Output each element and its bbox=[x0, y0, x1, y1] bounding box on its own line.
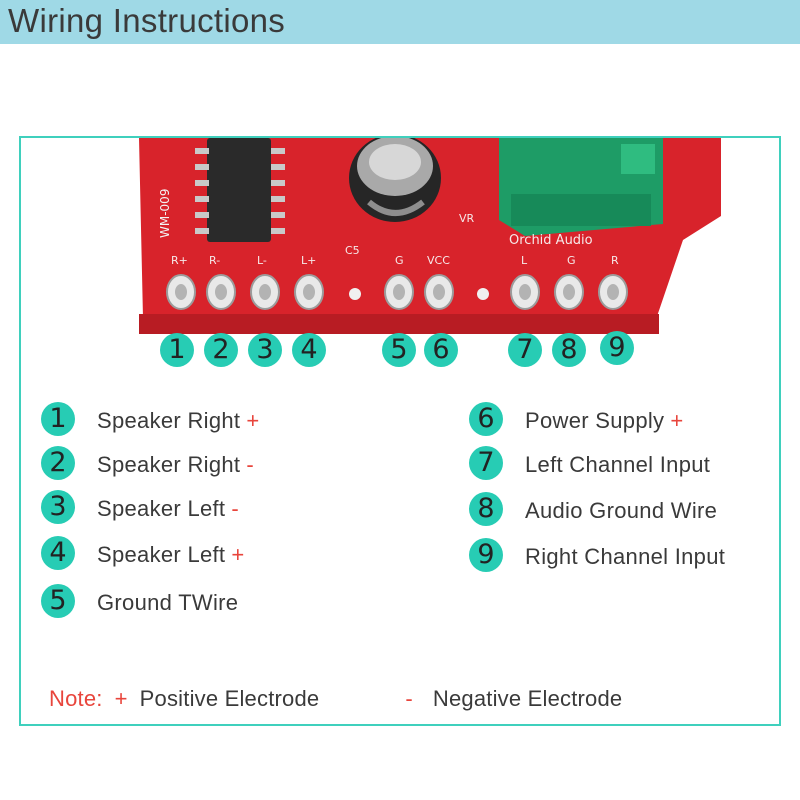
legend-text: Power Supply bbox=[525, 408, 665, 433]
legend-text: Speaker Right bbox=[97, 452, 241, 477]
legend-text: Speaker Left bbox=[97, 542, 226, 567]
silk-g2: G bbox=[567, 254, 576, 267]
positive-label: Positive Electrode bbox=[139, 686, 320, 711]
silk-l-plus: L+ bbox=[301, 254, 316, 267]
legend-text: Speaker Right bbox=[97, 408, 241, 433]
legend-label: Speaker Left+ bbox=[97, 542, 245, 568]
legend-label: Audio Ground Wire bbox=[525, 498, 723, 524]
wiring-panel: WM-009 R+ R- L- L+ C5 G VCC VR L G R Orc… bbox=[19, 136, 781, 726]
silk-g: G bbox=[395, 254, 404, 267]
silk-l-minus: L- bbox=[257, 254, 267, 267]
silk-r-minus: R- bbox=[209, 254, 220, 267]
legend-sign: - bbox=[231, 496, 239, 521]
legend-label: Left Channel Input bbox=[525, 452, 716, 478]
silk-r-plus: R+ bbox=[171, 254, 188, 267]
legend-text: Ground TWire bbox=[97, 590, 239, 615]
legend-text: Speaker Left bbox=[97, 496, 226, 521]
legend-text: Right Channel Input bbox=[525, 544, 726, 569]
legend-text: Left Channel Input bbox=[525, 452, 711, 477]
electrode-note: Note: + Positive Electrode -Negative Electr… bbox=[49, 686, 622, 712]
legend-badge: 1 bbox=[41, 402, 75, 436]
amplifier-board-photo: WM-009 R+ R- L- L+ C5 G VCC VR L G R Orc… bbox=[139, 138, 721, 334]
negative-symbol: - bbox=[405, 686, 413, 711]
header-bar: Wiring Instructions bbox=[0, 0, 800, 44]
silk-c5: C5 bbox=[345, 244, 360, 257]
pin-badge-2: 2 bbox=[204, 333, 238, 367]
ic-chip bbox=[207, 138, 271, 242]
solder-pads bbox=[166, 274, 628, 310]
legend-badge: 4 bbox=[41, 536, 75, 570]
note-prefix: Note: bbox=[49, 686, 103, 711]
brand-label: Orchid Audio bbox=[509, 233, 593, 248]
legend-badge: 7 bbox=[469, 446, 503, 480]
positive-symbol: + bbox=[114, 686, 128, 711]
legend-sign: + bbox=[670, 408, 684, 433]
chip-silk-label: WM-009 bbox=[158, 189, 172, 238]
page-title: Wiring Instructions bbox=[8, 2, 286, 39]
pin-badge-1: 1 bbox=[160, 333, 194, 367]
legend-badge: 5 bbox=[41, 584, 75, 618]
silk-l: L bbox=[521, 254, 528, 267]
pin-badge-6: 6 bbox=[424, 333, 458, 367]
legend-label: Power Supply+ bbox=[525, 408, 684, 434]
silk-vcc: VCC bbox=[427, 254, 450, 267]
legend-badge: 9 bbox=[469, 538, 503, 572]
silk-vr: VR bbox=[459, 212, 475, 225]
negative-label: Negative Electrode bbox=[432, 686, 623, 711]
legend-badge: 3 bbox=[41, 490, 75, 524]
legend-label: Speaker Right- bbox=[97, 452, 254, 478]
legend-label: Right Channel Input bbox=[525, 544, 731, 570]
pin-badge-5: 5 bbox=[382, 333, 416, 367]
legend-sign: + bbox=[246, 408, 260, 433]
legend-label: Speaker Left- bbox=[97, 496, 239, 522]
legend-text: Audio Ground Wire bbox=[525, 498, 718, 523]
legend-label: Speaker Right+ bbox=[97, 408, 259, 434]
pin-badge-4: 4 bbox=[292, 333, 326, 367]
legend-label: Ground TWire bbox=[97, 590, 244, 616]
legend-sign: + bbox=[231, 542, 245, 567]
pin-badge-8: 8 bbox=[552, 333, 586, 367]
legend-badge: 6 bbox=[469, 402, 503, 436]
pin-badge-7: 7 bbox=[508, 333, 542, 367]
silk-r: R bbox=[611, 254, 619, 267]
legend-badge: 2 bbox=[41, 446, 75, 480]
legend-sign: - bbox=[246, 452, 254, 477]
legend-badge: 8 bbox=[469, 492, 503, 526]
pin-badge-3: 3 bbox=[248, 333, 282, 367]
pin-badge-9: 9 bbox=[600, 331, 634, 365]
